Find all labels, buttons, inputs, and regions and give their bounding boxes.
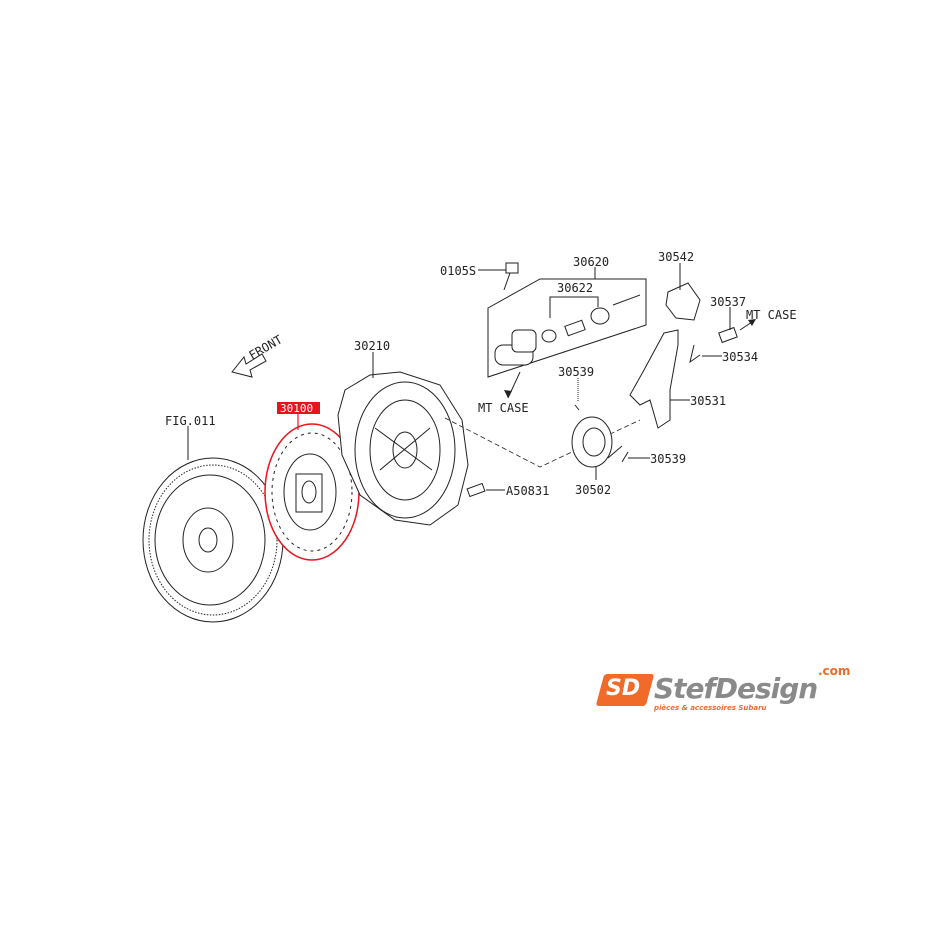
clutch-disc[interactable] <box>264 423 360 561</box>
flywheel[interactable] <box>142 457 284 623</box>
spring-clip[interactable] <box>689 344 701 364</box>
bolt-a50831[interactable] <box>466 482 486 498</box>
logo-mark-text: SD <box>606 676 641 701</box>
label-30622[interactable]: 30622 <box>557 281 593 295</box>
front-label: FRONT <box>247 332 285 362</box>
label-30534[interactable]: 30534 <box>722 350 758 364</box>
label-a50831[interactable]: A50831 <box>506 484 549 498</box>
release-fork[interactable] <box>629 329 679 429</box>
front-arrow-icon <box>231 353 267 378</box>
boot[interactable] <box>665 282 701 321</box>
label-30539-lower[interactable]: 30539 <box>650 452 686 466</box>
label-30620[interactable]: 30620 <box>573 255 609 269</box>
logo-brand: StefDesign <box>654 672 818 705</box>
logo-tld: .com <box>818 664 851 678</box>
label-30100[interactable]: 30100 <box>280 402 313 415</box>
label-30502[interactable]: 30502 <box>575 483 611 497</box>
slave-cylinder[interactable] <box>494 294 641 366</box>
label-30537[interactable]: 30537 <box>710 295 746 309</box>
bolt-0105s[interactable] <box>503 262 519 291</box>
label-mt-case-left[interactable]: MT CASE <box>478 401 529 415</box>
release-bearing[interactable] <box>571 416 623 468</box>
pressure-plate[interactable] <box>337 371 469 526</box>
logo-tagline: pièces & accessoires Subaru <box>654 704 767 712</box>
label-mt-case-right[interactable]: MT CASE <box>746 308 797 322</box>
stefdesign-logo[interactable]: SD StefDesign .com pièces & accessoires … <box>595 664 856 714</box>
highlight-box <box>277 402 320 414</box>
label-0105s[interactable]: 0105S <box>440 264 476 278</box>
label-30542[interactable]: 30542 <box>658 250 694 264</box>
label-30531[interactable]: 30531 <box>690 394 726 408</box>
clip-upper[interactable] <box>574 404 580 411</box>
pivot[interactable] <box>718 326 738 344</box>
clip-lower[interactable] <box>621 451 629 463</box>
label-fig011[interactable]: FIG.011 <box>165 414 216 428</box>
label-30210[interactable]: 30210 <box>354 339 390 353</box>
label-30539-upper[interactable]: 30539 <box>558 365 594 379</box>
